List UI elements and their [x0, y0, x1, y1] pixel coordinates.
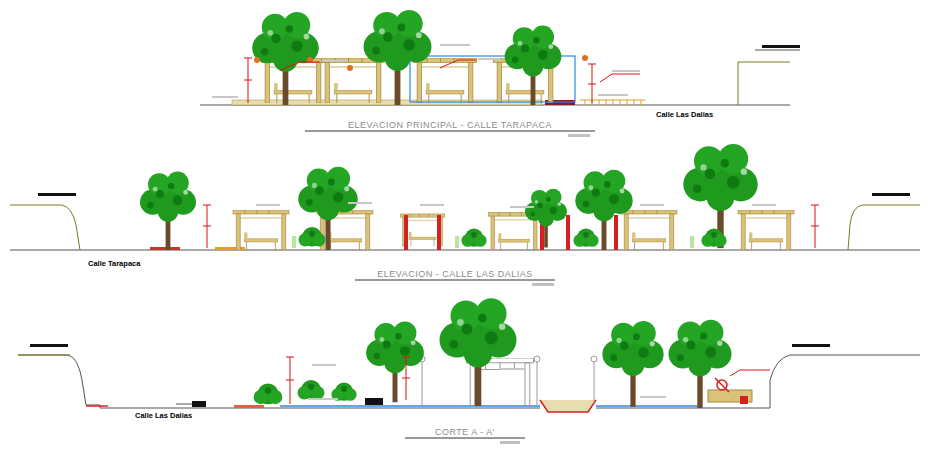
dimension-lines: [286, 357, 770, 404]
pergola: [322, 58, 385, 103]
leader-notes: [308, 364, 666, 400]
street-name: Calle Las Dalias: [135, 412, 192, 420]
leader-notes: [256, 202, 776, 208]
tree: [364, 10, 432, 105]
pergola: [414, 58, 477, 103]
hatched-paving: [580, 100, 645, 106]
tree: [505, 26, 562, 105]
tree: [440, 298, 517, 406]
street-name: Calle Tarapaca: [88, 260, 140, 268]
view-title: CORTE A - A': [435, 428, 495, 437]
drain-box: [192, 401, 206, 407]
water-line: [596, 405, 700, 407]
shrub: [254, 383, 283, 404]
pergola: [262, 58, 325, 103]
tree: [366, 321, 424, 402]
shrub: [461, 229, 486, 247]
light-bollards: [292, 236, 694, 248]
tree: [252, 12, 319, 105]
tree: [525, 189, 567, 248]
scale-tag: [500, 441, 520, 444]
scale-tag: [532, 283, 554, 286]
level-mark: [762, 45, 800, 48]
tree: [602, 321, 663, 407]
curb: [86, 405, 108, 407]
title-underline: [305, 131, 595, 132]
ground-line: [18, 355, 540, 408]
title-underline: [355, 280, 555, 281]
tree: [683, 144, 757, 248]
shrub: [299, 227, 326, 247]
pergola: [621, 210, 677, 250]
drain-box: [365, 398, 383, 405]
shrub: [298, 380, 325, 400]
view-title: ELEVACION PRINCIPAL - CALLE TARAPACA: [348, 121, 552, 130]
shrub: [701, 229, 726, 247]
title-underline: [405, 438, 525, 439]
ground-line: [10, 250, 920, 251]
level-line: [755, 50, 800, 51]
terrain-profile: [10, 205, 80, 250]
lamp-heads: [254, 55, 588, 71]
ground-line: [738, 105, 790, 106]
level-mark: [792, 344, 830, 347]
lamp-posts: [419, 356, 597, 405]
shrub: [573, 229, 598, 247]
paving: [234, 405, 264, 408]
bench-group: [708, 378, 752, 404]
view-title: ELEVACION - CALLE LAS DALIAS: [377, 270, 532, 279]
main-elevation: [200, 10, 800, 137]
pergola: [738, 210, 794, 250]
dimension-lines: [244, 58, 640, 103]
curb: [150, 247, 180, 250]
section-a: [18, 298, 920, 444]
dimension-lines: [203, 205, 819, 248]
tree: [298, 167, 358, 250]
terrain-profile: [848, 205, 920, 250]
terrain-profile: [738, 62, 790, 105]
pergola: [233, 210, 289, 250]
water-line: [280, 405, 540, 407]
leader-notes: [212, 44, 640, 98]
level-mark: [872, 193, 910, 196]
pipe: [176, 404, 192, 405]
scale-tag: [568, 134, 590, 137]
terrain-profile: [18, 355, 70, 356]
side-elevation: [10, 144, 920, 286]
level-mark: [38, 193, 76, 196]
channel: [540, 400, 596, 412]
tree: [140, 172, 196, 250]
street-name: Calle Las Dalias: [656, 111, 713, 119]
red-posts: [404, 215, 618, 250]
level-mark: [30, 344, 68, 347]
